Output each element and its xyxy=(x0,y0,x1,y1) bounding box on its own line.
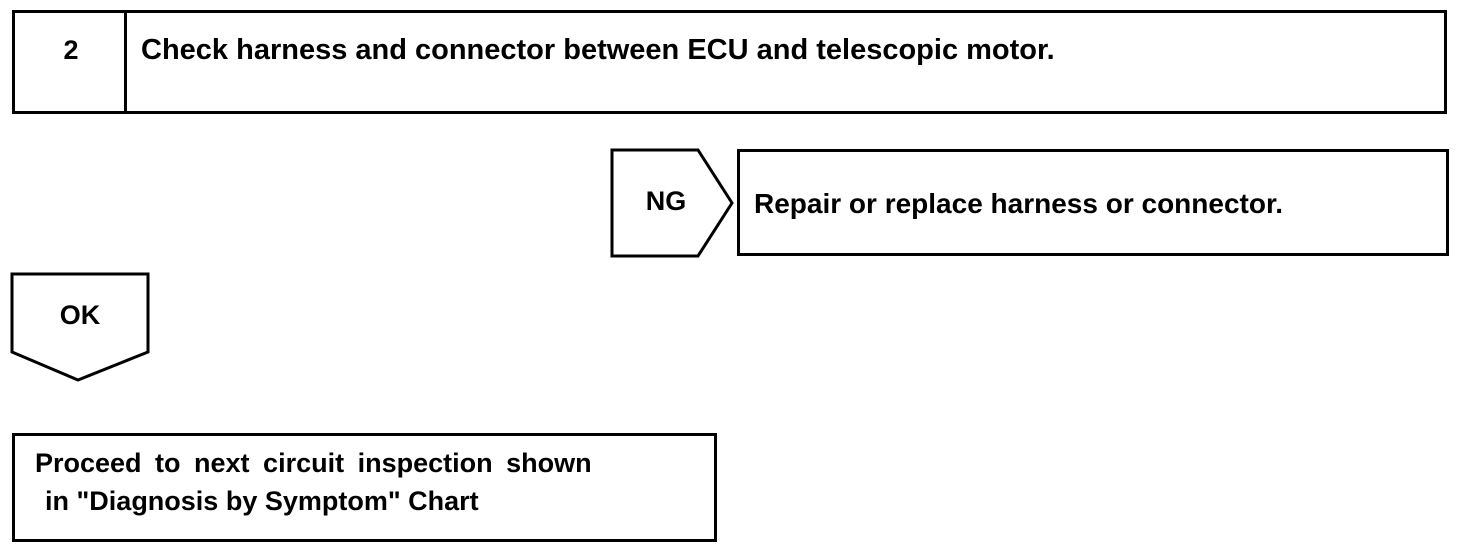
ok-label: OK xyxy=(59,300,101,330)
ok-arrow-shape xyxy=(10,272,150,382)
step-header-box: 2 Check harness and connector between EC… xyxy=(12,10,1447,114)
step-title: Check harness and connector between ECU … xyxy=(141,34,1055,66)
ng-label: NG xyxy=(645,186,687,216)
ng-action-text: Repair or replace harness or connector. xyxy=(754,188,1284,219)
ok-result-box: Proceed to next circuit inspection shown… xyxy=(12,433,717,542)
ng-action-box: Repair or replace harness or connector. xyxy=(737,149,1449,256)
ng-arrow-shape xyxy=(610,148,734,258)
step-number-cell: 2 xyxy=(15,13,127,111)
ok-result-line-2: in "Diagnosis by Symptom" Chart xyxy=(45,486,479,516)
ok-result-line-1: Proceed to next circuit inspection shown xyxy=(35,448,592,478)
step-number: 2 xyxy=(63,35,79,65)
